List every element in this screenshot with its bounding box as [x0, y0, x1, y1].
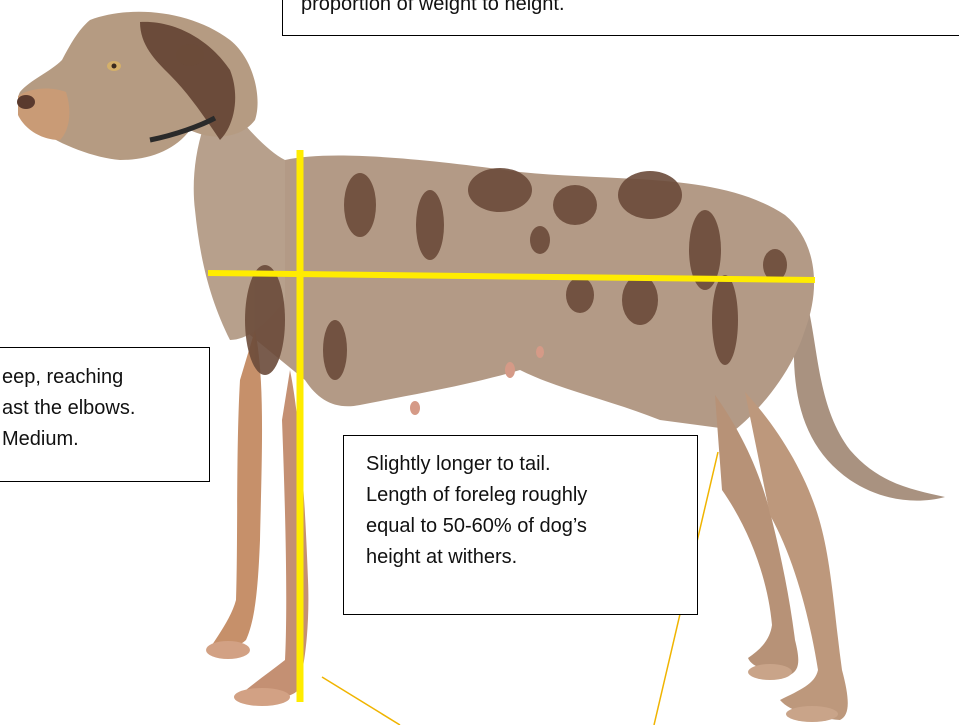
callout-text: ast the elbows. — [2, 393, 209, 424]
callout-text: Slightly longer to tail. — [366, 449, 697, 480]
callout-chest-depth: eep, reaching ast the elbows. Medium. — [0, 347, 210, 482]
callout-text: equal to 50-60% of dog’s — [366, 511, 697, 542]
callout-leg-length: Slightly longer to tail. Length of forel… — [343, 435, 698, 615]
callout-text: height at withers. — [366, 542, 697, 573]
callout-text: eep, reaching — [2, 362, 209, 393]
callout-text: proportion of weight to height. — [301, 0, 959, 20]
leader-line-foreleg — [322, 677, 400, 725]
callout-text: Length of foreleg roughly — [366, 480, 697, 511]
callout-text: Medium. — [2, 424, 209, 455]
callout-weight-height: proportion of weight to height. — [282, 0, 959, 36]
